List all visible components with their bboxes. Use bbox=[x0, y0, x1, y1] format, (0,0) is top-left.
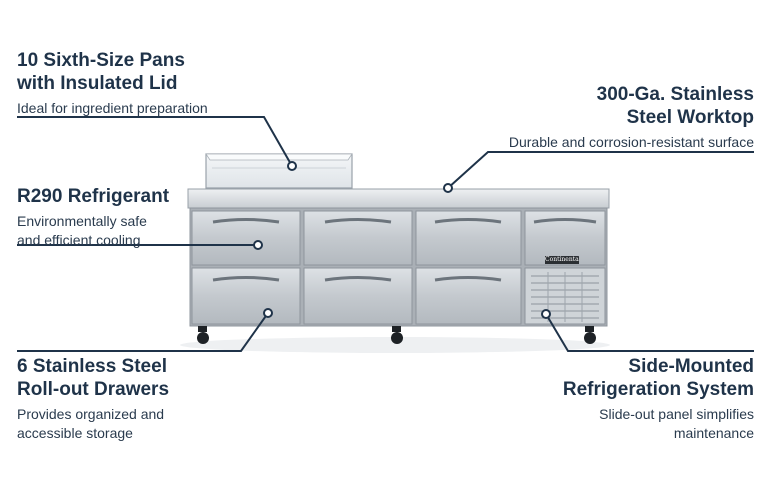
callout-pans-desc: Ideal for ingredient preparation bbox=[17, 100, 208, 116]
callout-drawers-desc-line1: Provides organized and bbox=[17, 406, 165, 422]
callout-refrigeration-desc-line1: Slide-out panel simplifies bbox=[599, 406, 754, 422]
callout-refrigeration-title-line2: Refrigeration System bbox=[562, 379, 754, 400]
callout-dot-refrigeration bbox=[541, 309, 551, 319]
brand-badge-text: Continental bbox=[545, 256, 579, 263]
callout-pans-title: 10 Sixth-Size Pans with Insulated Lid bbox=[17, 49, 208, 95]
drawer-row-bottom bbox=[191, 267, 522, 325]
callout-pans-title-line2: with Insulated Lid bbox=[17, 73, 178, 94]
callout-dot-worktop bbox=[443, 183, 453, 193]
floor-shadow bbox=[180, 337, 610, 353]
callout-line-drawers bbox=[17, 312, 269, 352]
callout-worktop-title-line2: Steel Worktop bbox=[626, 107, 754, 128]
callout-dot-pans bbox=[287, 161, 297, 171]
brand-badge bbox=[545, 256, 579, 264]
callout-drawers: 6 Stainless Steel Roll-out Drawers Provi… bbox=[17, 355, 169, 443]
insulated-pan-lid bbox=[205, 153, 353, 189]
callout-drawers-desc-line2: accessible storage bbox=[17, 425, 133, 441]
callout-line-worktop bbox=[447, 151, 754, 189]
callout-refrigeration-title-line1: Side-Mounted bbox=[628, 356, 754, 377]
callout-worktop-title: 300-Ga. Stainless Steel Worktop bbox=[509, 83, 754, 129]
callout-drawers-desc: Provides organized and accessible storag… bbox=[17, 405, 169, 443]
callout-worktop-desc: Durable and corrosion-resistant surface bbox=[508, 134, 754, 150]
callout-drawers-title-line1: 6 Stainless Steel bbox=[17, 356, 167, 377]
stainless-worktop bbox=[187, 188, 610, 209]
callout-dot-drawers bbox=[263, 308, 273, 318]
casters bbox=[197, 326, 596, 344]
callout-refrigerant-desc-line1: Environmentally safe bbox=[17, 213, 147, 229]
callout-refrigeration-desc: Slide-out panel simplifies maintenance bbox=[563, 405, 754, 443]
callout-worktop-title-line1: 300-Ga. Stainless bbox=[596, 84, 754, 105]
callout-refrigerant-desc-line2: and efficient cooling bbox=[17, 232, 141, 248]
callout-dot-refrigerant bbox=[253, 240, 263, 250]
callout-refrigerant: R290 Refrigerant Environmentally safe an… bbox=[17, 185, 169, 250]
callout-drawers-title-line2: Roll-out Drawers bbox=[17, 379, 170, 400]
callout-line-pans bbox=[17, 116, 293, 167]
callout-refrigeration-desc-line2: maintenance bbox=[673, 425, 754, 441]
callout-refrigerant-title: R290 Refrigerant bbox=[17, 186, 170, 207]
callout-line-refrigeration bbox=[545, 313, 754, 352]
callout-refrigeration: Side-Mounted Refrigeration System Slide-… bbox=[563, 355, 754, 443]
callout-refrigerant-desc: Environmentally safe and efficient cooli… bbox=[17, 212, 169, 250]
drawer-row-top bbox=[191, 210, 522, 266]
callout-worktop: 300-Ga. Stainless Steel Worktop Durable … bbox=[509, 83, 754, 152]
callout-drawers-title: 6 Stainless Steel Roll-out Drawers bbox=[17, 355, 169, 401]
callout-refrigeration-title: Side-Mounted Refrigeration System bbox=[563, 355, 754, 401]
callout-pans: 10 Sixth-Size Pans with Insulated Lid Id… bbox=[17, 49, 208, 118]
callout-pans-title-line1: 10 Sixth-Size Pans bbox=[17, 50, 185, 71]
side-compartment bbox=[524, 210, 606, 325]
